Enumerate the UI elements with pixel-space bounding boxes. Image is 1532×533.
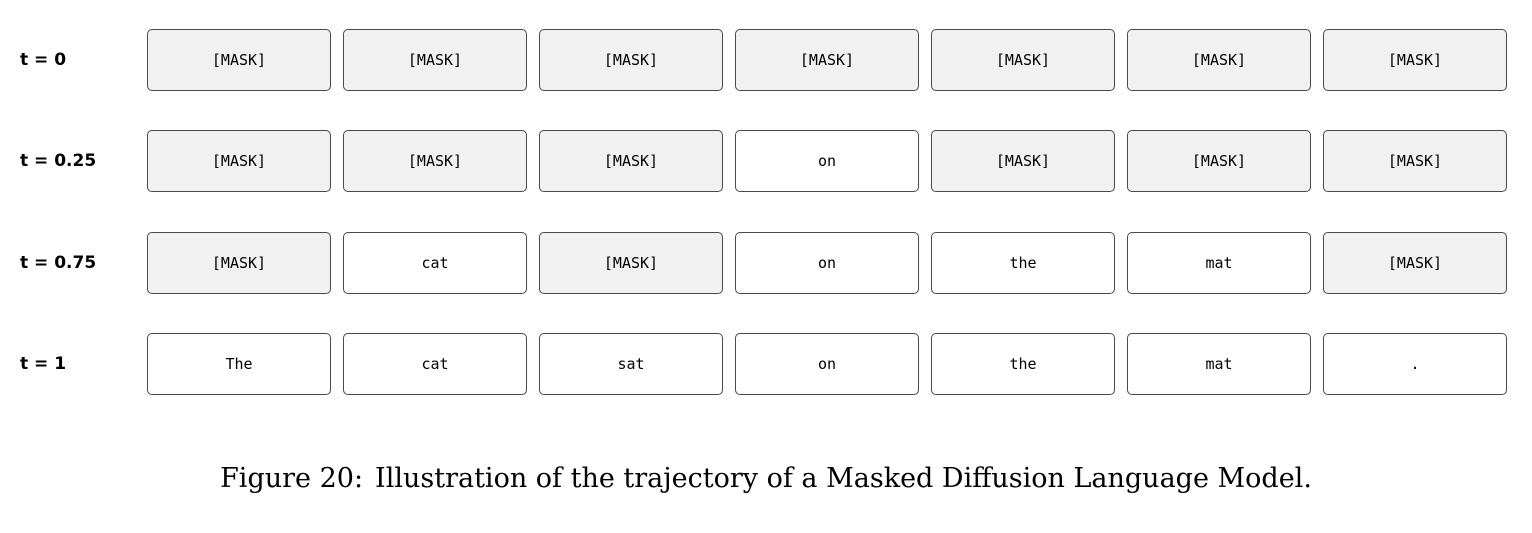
token-box: [MASK]: [147, 29, 331, 91]
token-box: [MASK]: [735, 29, 919, 91]
figure-caption: Figure 20: Illustration of the trajectory…: [0, 463, 1532, 494]
token-box: on: [735, 130, 919, 192]
token-box: the: [931, 333, 1115, 395]
token-box: [MASK]: [147, 130, 331, 192]
figure-number: Figure 20:: [220, 463, 364, 494]
token-box: cat: [343, 333, 527, 395]
trajectory-row-t1: t = 1 The cat sat on the mat .: [0, 333, 1532, 397]
caption-text: Illustration of the trajectory of a Mask…: [375, 463, 1312, 494]
token-box: mat: [1127, 333, 1311, 395]
token-box: The: [147, 333, 331, 395]
token-box: [MASK]: [539, 130, 723, 192]
token-box: mat: [1127, 232, 1311, 294]
token-box: [MASK]: [343, 130, 527, 192]
token-box: [MASK]: [1323, 29, 1507, 91]
timestep-label: t = 0.75: [20, 253, 97, 273]
token-box: [MASK]: [147, 232, 331, 294]
token-box: cat: [343, 232, 527, 294]
token-box: the: [931, 232, 1115, 294]
token-box: [MASK]: [1127, 130, 1311, 192]
token-box: [MASK]: [931, 130, 1115, 192]
token-box: [MASK]: [343, 29, 527, 91]
token-box: [MASK]: [539, 232, 723, 294]
token-box: [MASK]: [1323, 130, 1507, 192]
token-box: [MASK]: [931, 29, 1115, 91]
trajectory-row-t075: t = 0.75 [MASK] cat [MASK] on the mat [M…: [0, 232, 1532, 296]
trajectory-row-t025: t = 0.25 [MASK] [MASK] [MASK] on [MASK] …: [0, 130, 1532, 194]
token-box: on: [735, 333, 919, 395]
token-box: [MASK]: [539, 29, 723, 91]
token-box: on: [735, 232, 919, 294]
token-box: .: [1323, 333, 1507, 395]
token-box: [MASK]: [1323, 232, 1507, 294]
token-box: [MASK]: [1127, 29, 1311, 91]
trajectory-row-t0: t = 0 [MASK] [MASK] [MASK] [MASK] [MASK]…: [0, 29, 1532, 93]
token-box: sat: [539, 333, 723, 395]
timestep-label: t = 1: [20, 354, 67, 374]
timestep-label: t = 0: [20, 50, 67, 70]
timestep-label: t = 0.25: [20, 151, 97, 171]
